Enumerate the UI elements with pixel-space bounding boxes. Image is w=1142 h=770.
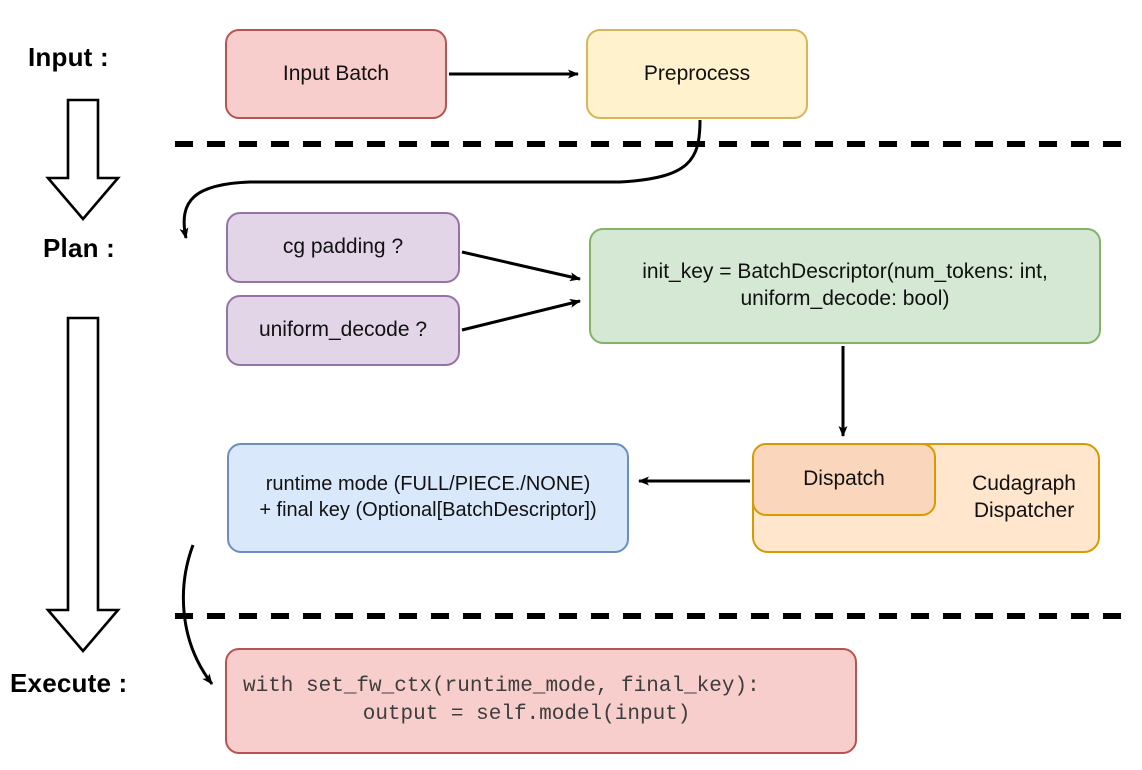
stage-label-plan: Plan : bbox=[43, 233, 115, 263]
node-cg-padding[interactable]: cg padding ? bbox=[226, 212, 460, 283]
edge-cg-padding-to-init-key bbox=[461, 250, 581, 282]
input-to-plan-block-arrow bbox=[45, 98, 121, 222]
node-execute-code[interactable]: with set_fw_ctx(runtime_mode, final_key)… bbox=[225, 648, 857, 754]
node-uniform-decode[interactable]: uniform_decode ? bbox=[226, 295, 460, 366]
stage-label-input: Input : bbox=[28, 42, 109, 72]
edge-runtime-mode-to-execute-code bbox=[181, 544, 214, 685]
edge-uniform-decode-to-init-key bbox=[461, 299, 581, 332]
node-runtime-mode[interactable]: runtime mode (FULL/PIECE./NONE) + final … bbox=[227, 443, 629, 553]
node-preprocess[interactable]: Preprocess bbox=[586, 29, 808, 119]
node-init-key[interactable]: init_key = BatchDescriptor(num_tokens: i… bbox=[589, 228, 1101, 344]
node-input-batch[interactable]: Input Batch bbox=[225, 29, 447, 119]
plan-to-execute-block-arrow bbox=[45, 316, 121, 654]
stage-label-execute: Execute : bbox=[10, 668, 128, 698]
node-dispatch[interactable]: Dispatch bbox=[752, 443, 936, 516]
